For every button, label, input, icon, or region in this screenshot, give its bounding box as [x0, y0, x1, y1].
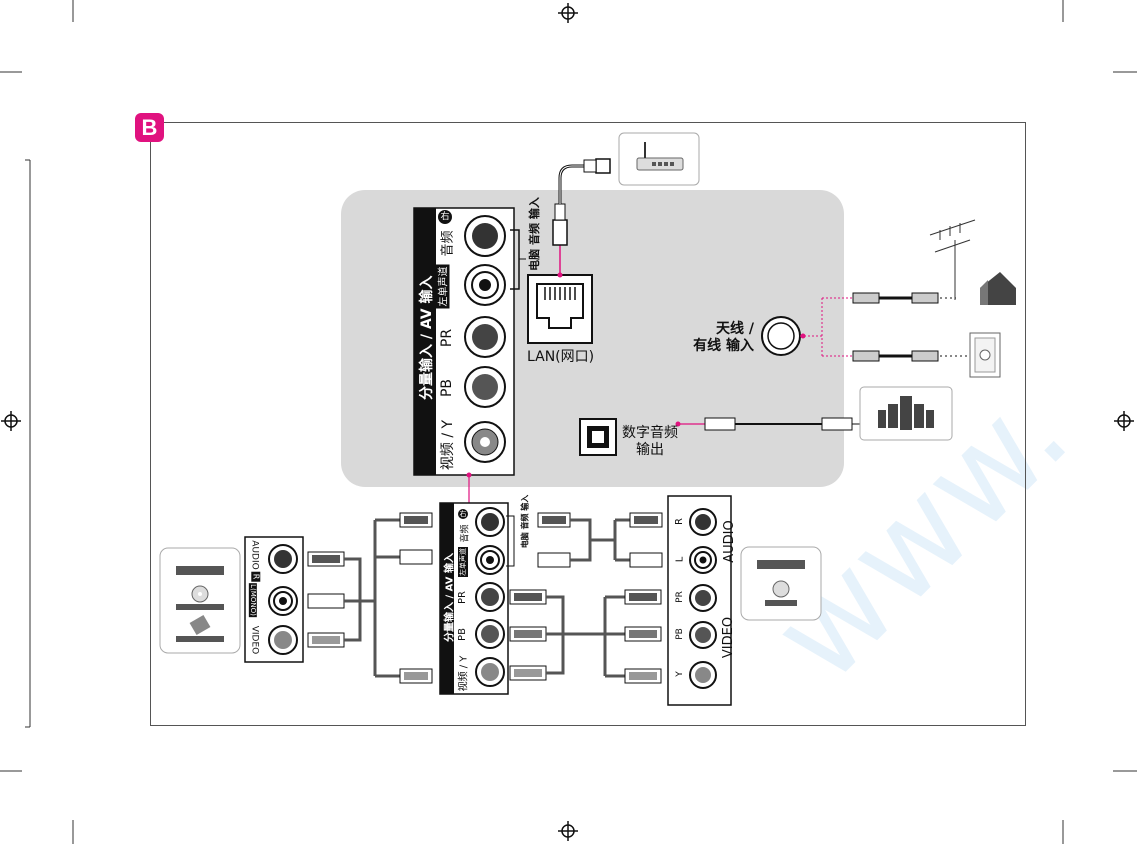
tv-audio-right-label: 音频 [440, 230, 456, 257]
small-pr-label: PR [456, 591, 468, 604]
digital-audio-label-2: 输出 [636, 442, 664, 458]
router-icon [636, 142, 684, 171]
diagram-frame [150, 122, 1026, 726]
lan-label: LAN(网口) [527, 349, 595, 365]
dvd-player-icon [176, 566, 224, 642]
small-panel-title: 分量输入 / AV 输入 [444, 553, 456, 642]
left-audio-label: AUDIO [249, 540, 260, 570]
tv-pb-label: PB [439, 378, 456, 398]
small-pb-label: PB [456, 628, 468, 641]
right-pr-label: PR [674, 591, 685, 603]
tv-panel-title: 分量输入 / AV 输入 [419, 275, 435, 400]
right-y-label: Y [674, 671, 685, 677]
small-video-y-label: 视频 / Y [458, 655, 470, 692]
wall-outlet-icon [979, 349, 991, 361]
section-badge: B [135, 113, 164, 142]
antenna-icon [929, 219, 976, 300]
tv-right-symbol: 右 [438, 210, 452, 224]
right-video-label: VIDEO [721, 616, 737, 659]
right-audio-label: AUDIO [721, 520, 737, 563]
house-icon [980, 272, 1016, 305]
left-lmono-label: L(MONO) [248, 583, 257, 617]
antenna-label-1: 天线 / [716, 321, 754, 337]
tv-pr-label: PR [439, 328, 456, 348]
small-right-symbol: 右 [458, 509, 468, 519]
registration-mark-icon [1, 3, 1134, 841]
right-r-label: R [673, 518, 685, 525]
right-pb-label: PB [674, 628, 685, 640]
tv-video-y-label: 视频 / Y [440, 419, 457, 471]
tv-pc-audio-label: 电脑 音频 输入 [527, 197, 541, 271]
small-left-mono-label: 左单声道 [458, 547, 468, 577]
right-l-label: L [674, 556, 686, 563]
disc-icon [189, 585, 211, 636]
tv-left-mono-label: 左单声道 [434, 264, 450, 309]
digital-audio-label-1: 数字音频 [622, 425, 678, 441]
left-r-label: R [251, 571, 261, 582]
tv-jacks [464, 215, 506, 463]
antenna-label-2: 有线 输入 [693, 338, 754, 354]
left-video-label: VIDEO [249, 625, 260, 655]
small-pc-audio-label: 电脑 音频 输入 [520, 494, 530, 549]
small-audio-label: 音频 [460, 524, 471, 543]
speaker-system-icon [878, 396, 934, 430]
